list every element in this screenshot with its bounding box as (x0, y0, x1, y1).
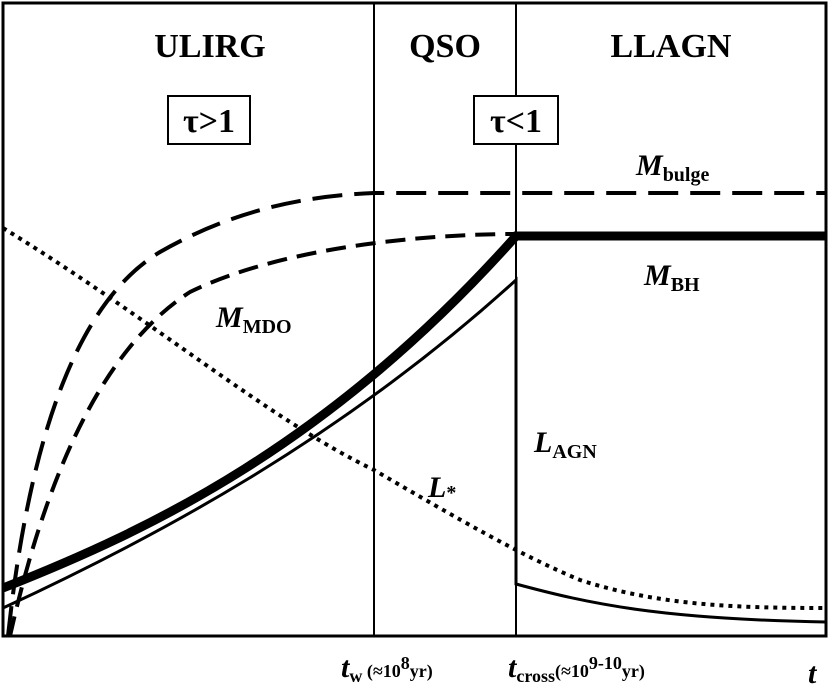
l-agn-label: LAGN (533, 426, 597, 463)
m-bulge-label: Mbulge (635, 149, 709, 186)
tau-thick-box (167, 95, 251, 145)
l-star-curve (1, 226, 827, 610)
tcross-axis-label: tcross(≈109-10yr) (508, 651, 645, 686)
m-bh-curve (1, 231, 826, 593)
tau-thin-box (473, 95, 559, 145)
l-star-label: L* (427, 471, 456, 504)
m-mdo-curve (8, 232, 517, 637)
tau-thick-label: τ>1 (183, 103, 235, 140)
phase-qso: QSO (409, 28, 481, 65)
phase-llagn: LLAGN (611, 28, 732, 65)
m-bh-label: MBH (643, 259, 700, 296)
l-agn-curve (2, 276, 827, 624)
tau-thin-label: τ<1 (490, 103, 542, 140)
m-bulge-curve (6, 191, 826, 637)
plot-frame (1, 1, 828, 638)
time-axis-label: t (808, 657, 818, 690)
tw-axis-label: tw (≈108yr) (341, 651, 433, 686)
m-mdo-label: MMDO (215, 301, 292, 338)
phase-ulirg: ULIRG (154, 28, 265, 65)
